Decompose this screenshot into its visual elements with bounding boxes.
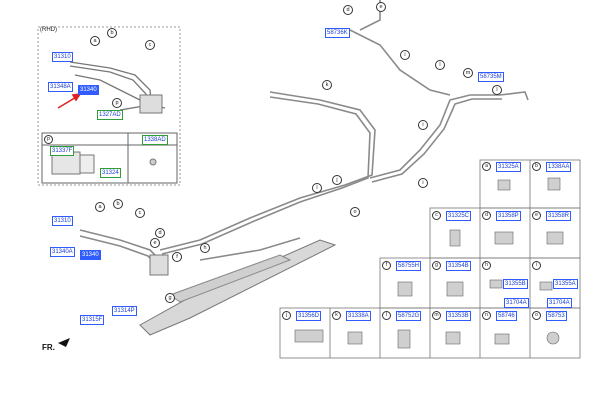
subpanel-letter: p: [44, 135, 53, 144]
callout-l-2: l: [492, 85, 502, 95]
cell-letter-b: b: [532, 162, 541, 171]
label-58736k[interactable]: 58736K: [325, 28, 350, 38]
label-31314p[interactable]: 31314P: [112, 306, 137, 316]
inset-frame: [37, 26, 181, 186]
cell-code-31358r[interactable]: 31358R: [546, 211, 572, 221]
subpanel-code-1338ad[interactable]: 1338AD: [142, 135, 168, 145]
callout-l-1: l: [435, 60, 445, 70]
callout-c-main: c: [135, 208, 145, 218]
cell-code-31356d[interactable]: 31356D: [296, 311, 322, 321]
inset-callout-b: b: [107, 28, 117, 38]
cell-code-31355b[interactable]: 31355B: [503, 279, 528, 289]
inset-subpanel: [41, 132, 178, 184]
callout-i-top1: i: [400, 50, 410, 60]
inset-module: [139, 94, 163, 114]
callout-e-main: e: [150, 238, 160, 248]
front-label: FR.: [42, 343, 55, 352]
callout-d: d: [343, 5, 353, 15]
callout-k: k: [322, 80, 332, 90]
cell-letter-e: e: [532, 211, 541, 220]
cell-letter-d: d: [482, 211, 491, 220]
cell-code-58755h[interactable]: 58755H: [396, 261, 422, 271]
cell-letter-i: i: [532, 261, 541, 270]
label-58735m[interactable]: 58735M: [478, 72, 504, 82]
cell-letter-c: c: [432, 211, 441, 220]
cell-code-31354b[interactable]: 31354B: [446, 261, 471, 271]
label-31340[interactable]: 31340: [80, 250, 101, 260]
cell-code-58752g[interactable]: 58752G: [396, 311, 422, 321]
inset-label-31348a[interactable]: 31348A: [48, 82, 73, 92]
cell-code-31358p[interactable]: 31358P: [496, 211, 521, 221]
label-31310-main[interactable]: 31310: [52, 216, 73, 226]
cell-code-31704a-1[interactable]: 31704A: [504, 298, 529, 308]
callout-h-main: h: [200, 243, 210, 253]
callout-e: e: [376, 2, 386, 12]
cell-letter-h: h: [482, 261, 491, 270]
cell-code-31704a-2[interactable]: 31704A: [547, 298, 572, 308]
cell-code-31353b[interactable]: 31353B: [446, 311, 471, 321]
callout-d-main: d: [155, 228, 165, 238]
callout-g-main: g: [165, 293, 175, 303]
parts-table-grid: [279, 159, 581, 359]
front-arrow-icon: [58, 338, 70, 347]
inset-label-1327ad[interactable]: 1327AD: [97, 110, 123, 120]
callout-j: j: [332, 175, 342, 185]
cell-letter-m: m: [432, 311, 441, 320]
callout-l-3: l: [312, 183, 322, 193]
label-31340a[interactable]: 31340A: [50, 247, 75, 257]
cell-code-1338aa[interactable]: 1338AA: [546, 162, 572, 172]
cell-letter-n: n: [482, 311, 491, 320]
cell-letter-l: l: [382, 311, 391, 320]
callout-m: m: [463, 68, 473, 78]
inset-label-31310[interactable]: 31310: [52, 52, 73, 62]
cell-letter-o: o: [532, 311, 541, 320]
inset-label-31340[interactable]: 31340: [78, 85, 99, 95]
cell-code-31325a[interactable]: 31325A: [496, 162, 521, 172]
cell-letter-f: f: [382, 261, 391, 270]
callout-b-main: b: [113, 199, 123, 209]
cell-code-31355a[interactable]: 31355A: [553, 279, 578, 289]
cell-code-31325c[interactable]: 31325C: [446, 211, 472, 221]
inset-callout-p: p: [112, 98, 122, 108]
inset-callout-c: c: [145, 40, 155, 50]
cell-letter-j: j: [282, 311, 291, 320]
callout-i-1: i: [418, 120, 428, 130]
callout-o-main: o: [350, 207, 360, 217]
cell-letter-g: g: [432, 261, 441, 270]
canister: [149, 254, 169, 276]
cell-code-58746[interactable]: 58746: [496, 311, 517, 321]
cell-code-31338a[interactable]: 31338A: [346, 311, 371, 321]
inset-callout-a: a: [90, 36, 100, 46]
red-arrow-icon: [57, 92, 82, 109]
callout-i-2: i: [418, 178, 428, 188]
part-thumbnails: [294, 177, 564, 349]
callout-f-main: f: [172, 252, 182, 262]
label-31315f[interactable]: 31315F: [80, 315, 105, 325]
cell-letter-a: a: [482, 162, 491, 171]
cell-code-58753[interactable]: 58753: [546, 311, 567, 321]
callout-a-main: a: [95, 202, 105, 212]
cell-letter-k: k: [332, 311, 341, 320]
inset-tag: (RHD): [40, 27, 57, 33]
subpanel-code-31337f[interactable]: 31337F: [50, 146, 75, 156]
subpanel-code-31324[interactable]: 31324: [100, 168, 121, 178]
